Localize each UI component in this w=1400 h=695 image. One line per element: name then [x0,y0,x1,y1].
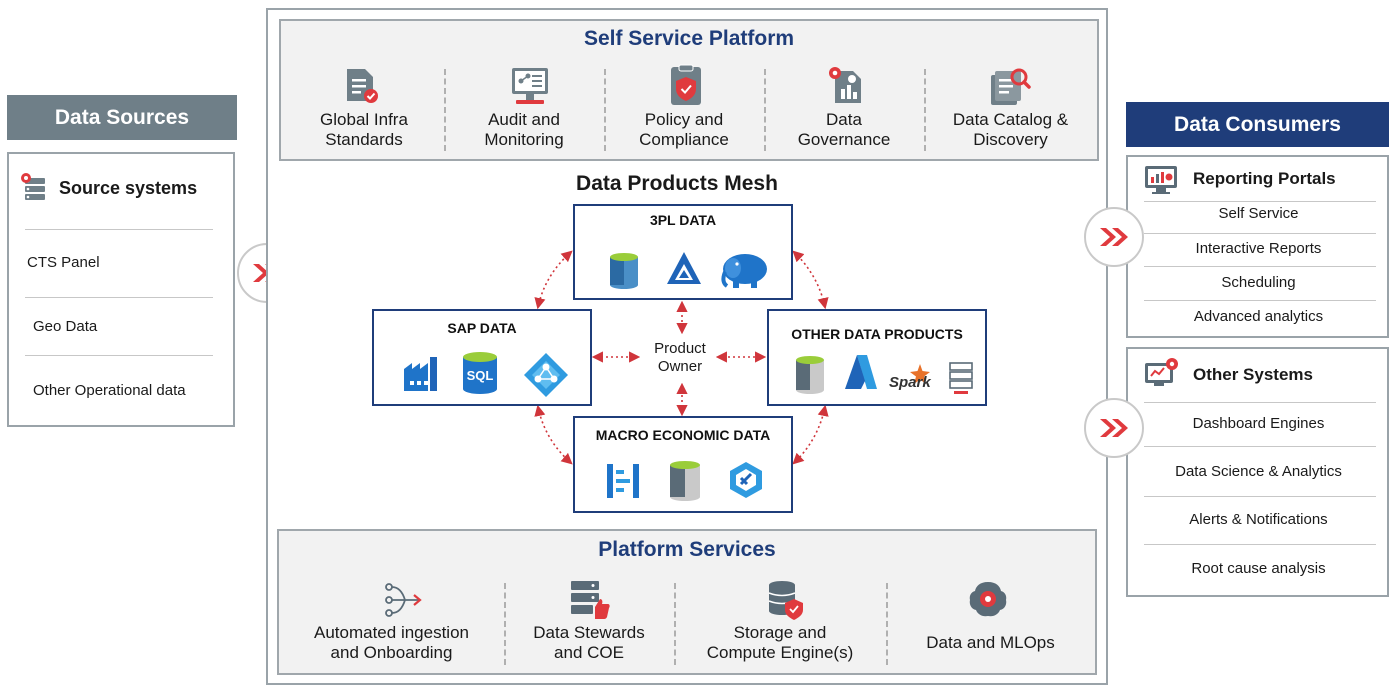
self-service-platform-panel: Self Service Platform [279,19,1099,161]
reporting-item-self-service: Self Service [1218,205,1299,222]
other-systems-title: Other Systems [1193,365,1313,384]
database-icon [795,355,825,395]
node-sap-title: SAP DATA [447,320,517,336]
database-icon [669,460,701,502]
divider [25,355,213,356]
other-item-data-science: Data Science & Analytics [1175,463,1342,480]
divider [764,69,766,151]
divider [1144,300,1376,301]
connector-right-bottom [792,404,829,465]
data-consumers-header-label: Data Consumers [1174,112,1341,136]
mesh-title: Data Products Mesh [576,172,778,195]
node-macro-title: MACRO ECONOMIC DATA [595,427,771,443]
sql-database-icon [461,351,499,395]
reporting-item-advanced-analytics: Advanced analytics [1193,308,1324,325]
data-sources-header: Data Sources [7,95,237,140]
node-3pl-title: 3PL DATA [649,212,717,228]
monitor-icon [510,66,550,106]
server-stack-icon [949,361,973,397]
caption-data-mlops: Data and MLOps [926,633,1055,652]
divider [25,297,213,298]
other-systems-panel: Other Systems Dashboard Engines Data Sci… [1126,347,1389,597]
node-sap-data: SAP DATA SQL [372,309,592,406]
node-3pl-data: 3PL DATA [573,204,793,300]
node-other-title: OTHER DATA PRODUCTS [791,326,963,342]
divider [1144,233,1376,234]
active-directory-icon [522,351,570,399]
double-chevron-icon [1100,228,1128,246]
factory-icon [402,355,440,393]
divider [504,583,506,665]
source-item-cts-panel: CTS Panel [27,254,100,271]
connector-left-bottom [534,404,573,465]
server-thumbs-up-icon [569,579,611,621]
database-icon [609,252,639,290]
flow-arrow-reporting [1084,207,1144,267]
divider [674,583,676,665]
divider [924,69,926,151]
document-check-icon [343,67,381,105]
spark-label: Spark [889,374,931,391]
node-macro-economic-data: MACRO ECONOMIC DATA [573,416,793,513]
source-item-other-operational: Other Operational data [33,382,186,399]
node-other-data-products: OTHER DATA PRODUCTS Spark [767,309,987,406]
brain-gear-icon [967,579,1009,619]
source-systems-title: Source systems [59,178,198,198]
double-chevron-icon [1100,419,1128,437]
divider [1144,201,1376,202]
platform-services-panel: Platform Services [277,529,1097,675]
source-systems-panel: Source systems CTS Panel Geo Data Other … [7,152,235,427]
divider [1144,266,1376,267]
divider [25,229,213,230]
reporting-portals-panel: Reporting Portals Self Service Interacti… [1126,155,1389,338]
divider [444,69,446,151]
divider [1144,446,1376,447]
connector-top-right [792,250,829,310]
catalog-search-icon [989,65,1031,107]
data-sources-header-label: Data Sources [54,105,190,129]
reporting-item-interactive-reports: Interactive Reports [1195,240,1322,257]
source-item-geo-data: Geo Data [33,318,98,335]
event-hub-icon [605,462,641,500]
sql-label: SQL [466,368,494,383]
divider [1144,496,1376,497]
apache-spark-icon [909,363,931,385]
dashboard-monitor-icon [1144,165,1178,195]
hadoop-elephant-icon [719,248,771,290]
other-item-alerts-notifications: Alerts & Notifications [1189,511,1328,528]
monitor-gear-icon [1144,357,1180,389]
caption-data-catalog: Data Catalog &Discovery [952,110,1069,149]
divider [886,583,888,665]
self-service-platform-title: Self Service Platform [583,27,795,50]
document-shield-icon [669,64,705,107]
divider [1144,544,1376,545]
platform-services-title: Platform Services [598,538,776,561]
synapse-icon [727,460,765,500]
database-shield-icon [767,579,805,621]
other-item-root-cause: Root cause analysis [1191,560,1326,577]
flow-arrow-other-systems [1084,398,1144,458]
azure-data-factory-icon [665,250,703,288]
other-item-dashboard-engines: Dashboard Engines [1192,415,1325,432]
divider [1144,402,1376,403]
connector-top-left [534,250,573,310]
reporting-portals-title: Reporting Portals [1193,169,1336,188]
divider [604,69,606,151]
data-consumers-header: Data Consumers [1126,102,1389,147]
ingestion-icon [383,581,423,619]
azure-logo-icon [843,353,879,391]
server-gear-icon [19,172,49,202]
reporting-item-scheduling: Scheduling [1221,274,1296,291]
report-gear-icon [827,65,867,105]
